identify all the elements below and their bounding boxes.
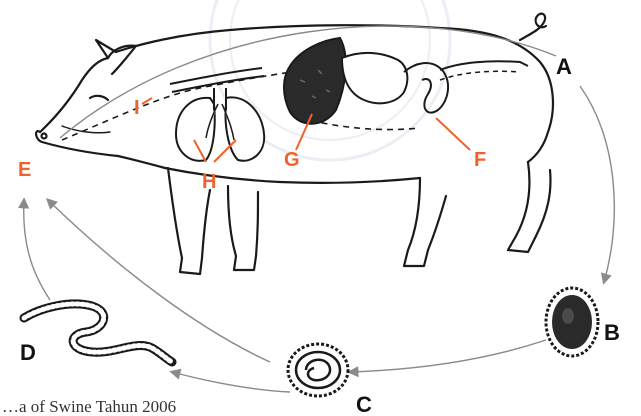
label-c: C [356,392,372,416]
pointer-f [436,118,470,150]
liver-icon [284,38,346,124]
pig-outline-icon [36,14,553,274]
label-h: H [202,171,216,193]
embryonated-egg-icon [546,288,598,356]
label-i: I [134,97,140,119]
caption-text: …a of Swine Tahun 2006 [2,397,176,416]
label-d: D [20,340,36,365]
lungs-icon [176,88,264,161]
label-a: A [556,54,572,79]
arrow-d-to-e [24,200,50,300]
arrow-c-to-e [48,200,270,362]
label-e: E [18,159,31,181]
arrow-b-to-c [350,340,546,372]
roundworm-icon [24,304,172,362]
label-f: F [474,149,486,171]
label-b: B [604,320,620,345]
arrow-a-to-b [580,86,614,282]
pointer-i [142,98,152,104]
arrow-c-to-d [172,372,290,392]
egg-with-larva-icon [288,344,348,396]
label-g: G [284,149,300,171]
intestine-icon [342,53,528,113]
